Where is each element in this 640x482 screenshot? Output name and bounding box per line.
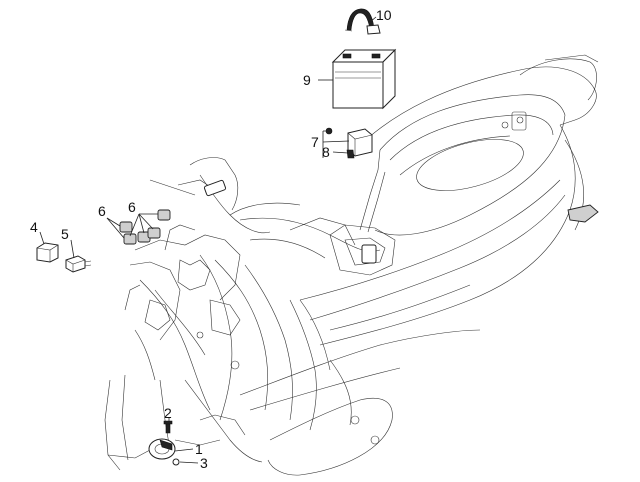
callout-6-left: 6: [98, 203, 106, 219]
flasher-unit-part: [36, 242, 59, 263]
battery-strap-part: [344, 8, 381, 35]
callout-5: 5: [61, 226, 69, 242]
callout-10: 10: [376, 7, 392, 23]
callout-4: 4: [30, 219, 38, 235]
callout-9: 9: [303, 72, 311, 88]
callout-8: 8: [322, 144, 330, 160]
leader-lines: [39, 16, 377, 464]
callout-6-right: 6: [128, 199, 136, 215]
callout-7: 7: [311, 134, 319, 150]
horn-screw-part: [163, 420, 173, 434]
relay-part: [325, 127, 373, 159]
fuse-set-part: [119, 209, 171, 245]
callout-1: 1: [195, 441, 203, 457]
connector-part: [65, 255, 92, 273]
horn-part: [148, 438, 180, 466]
callout-labels: 10 9 7 8 4 5 6 6 2 1 3: [30, 7, 392, 471]
battery-part: [331, 48, 397, 110]
scooter-body-drawing: [104, 54, 599, 476]
callout-3: 3: [200, 455, 208, 471]
callout-2: 2: [164, 405, 172, 421]
